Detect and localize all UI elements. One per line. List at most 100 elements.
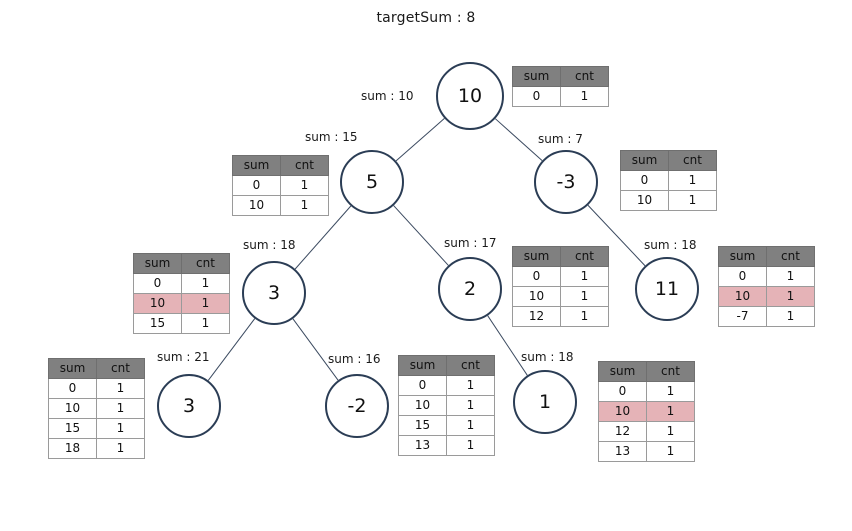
node-sum-label: sum : 18 xyxy=(521,350,574,364)
tree-node[interactable]: 3 xyxy=(157,374,221,438)
cell-sum: 12 xyxy=(512,306,561,327)
tree-node[interactable]: 2 xyxy=(438,257,502,321)
tree-node[interactable]: 1 xyxy=(513,370,577,434)
table-header-cnt: cnt xyxy=(446,355,495,376)
tree-node[interactable]: -3 xyxy=(534,150,598,214)
node-sum-label: sum : 18 xyxy=(644,238,697,252)
cell-sum: 18 xyxy=(48,438,97,459)
cell-sum: 10 xyxy=(133,293,182,314)
node-sum-label: sum : 15 xyxy=(305,130,358,144)
cell-sum: 0 xyxy=(620,170,669,191)
cell-cnt: 1 xyxy=(560,306,609,327)
cell-cnt: 1 xyxy=(446,395,495,416)
tree-node[interactable]: -2 xyxy=(325,374,389,438)
cell-cnt: 1 xyxy=(560,266,609,287)
table-header-cnt: cnt xyxy=(560,66,609,87)
cell-sum: 10 xyxy=(620,190,669,211)
cell-sum: 10 xyxy=(512,286,561,307)
table-header-sum: sum xyxy=(512,66,561,87)
cell-cnt: 1 xyxy=(280,175,329,196)
cell-cnt: 1 xyxy=(766,286,815,307)
cell-sum: 0 xyxy=(512,266,561,287)
node-sum-label: sum : 7 xyxy=(538,132,583,146)
cell-sum: 10 xyxy=(232,195,281,216)
cell-sum: 0 xyxy=(598,381,647,402)
node-sum-label: sum : 10 xyxy=(361,89,414,103)
cell-sum: 10 xyxy=(398,395,447,416)
tree-edge xyxy=(494,118,543,162)
table-header-sum: sum xyxy=(718,246,767,267)
cell-sum: 0 xyxy=(512,86,561,107)
cell-cnt: 1 xyxy=(646,421,695,442)
cell-cnt: 1 xyxy=(668,170,717,191)
cell-sum: 0 xyxy=(398,375,447,396)
cell-cnt: 1 xyxy=(96,398,145,419)
cell-cnt: 1 xyxy=(560,286,609,307)
cell-cnt: 1 xyxy=(646,381,695,402)
cell-cnt: 1 xyxy=(181,313,230,334)
table-header-sum: sum xyxy=(133,253,182,274)
cell-sum: 10 xyxy=(718,286,767,307)
cell-sum: 0 xyxy=(232,175,281,196)
tree-node[interactable]: 11 xyxy=(635,257,699,321)
tree-node[interactable]: 10 xyxy=(436,62,504,130)
cell-sum: 15 xyxy=(48,418,97,439)
table-header-cnt: cnt xyxy=(766,246,815,267)
cell-cnt: 1 xyxy=(96,418,145,439)
cell-sum: 0 xyxy=(718,266,767,287)
cell-cnt: 1 xyxy=(646,401,695,422)
cell-cnt: 1 xyxy=(668,190,717,211)
cell-sum: -7 xyxy=(718,306,767,327)
table-header-cnt: cnt xyxy=(560,246,609,267)
cell-cnt: 1 xyxy=(96,378,145,399)
tree-node[interactable]: 3 xyxy=(242,261,306,325)
table-header-sum: sum xyxy=(620,150,669,171)
cell-cnt: 1 xyxy=(446,435,495,456)
tree-node[interactable]: 5 xyxy=(340,150,404,214)
cell-sum: 13 xyxy=(598,441,647,462)
table-header-sum: sum xyxy=(512,246,561,267)
table-header-cnt: cnt xyxy=(181,253,230,274)
node-sum-label: sum : 18 xyxy=(243,238,296,252)
table-header-sum: sum xyxy=(398,355,447,376)
cell-cnt: 1 xyxy=(96,438,145,459)
tree-edge xyxy=(393,205,449,266)
table-header-sum: sum xyxy=(598,361,647,382)
cell-cnt: 1 xyxy=(280,195,329,216)
cell-sum: 12 xyxy=(598,421,647,442)
node-sum-label: sum : 21 xyxy=(157,350,210,364)
cell-cnt: 1 xyxy=(560,86,609,107)
cell-cnt: 1 xyxy=(181,273,230,294)
